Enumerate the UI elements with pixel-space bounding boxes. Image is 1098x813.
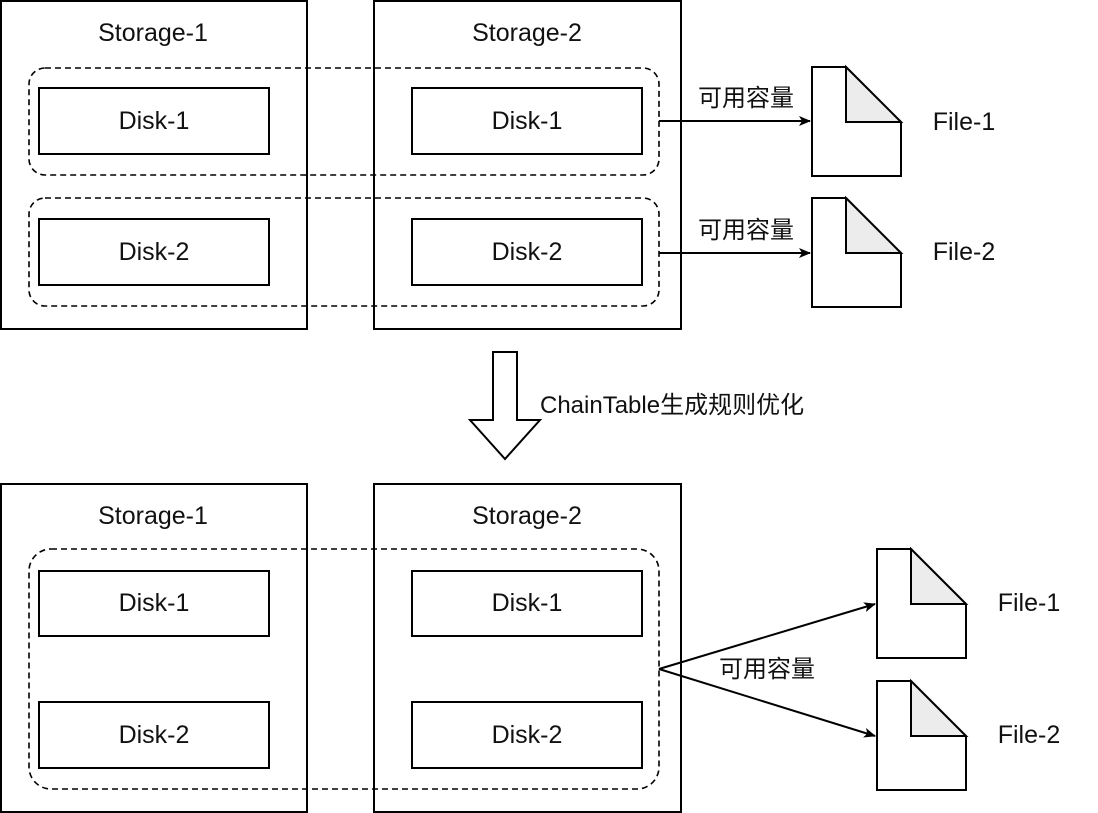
top-storage-2-disk-1-box <box>411 87 643 155</box>
bottom-capacity-label: 可用容量 <box>719 656 815 683</box>
transition-label: ChainTable生成规则优化 <box>540 392 804 419</box>
bottom-storage-2-disk-1-box <box>411 570 643 637</box>
top-file-1-label: File-1 <box>933 108 996 136</box>
bottom-file-1-label: File-1 <box>998 589 1061 617</box>
top-capacity-label-1: 可用容量 <box>698 85 794 112</box>
bottom-storage-1-disk-1-box <box>38 570 270 637</box>
bottom-storage-1-disk-1-label: Disk-1 <box>119 589 190 617</box>
bottom-file-1-icon <box>876 546 969 659</box>
transition: ChainTable生成规则优化 <box>467 351 804 461</box>
top-file-2-icon <box>811 195 904 308</box>
top-section: Storage-1 Storage-2 Disk-1 Disk-1 Disk-2… <box>0 0 996 330</box>
top-storage-2-title: Storage-2 <box>472 19 582 47</box>
bottom-storage-1-disk-2-label: Disk-2 <box>119 721 190 749</box>
top-storage-1-title: Storage-1 <box>98 19 208 47</box>
top-storage-2-disk-2-box <box>411 218 643 286</box>
top-storage-1-disk-2-label: Disk-2 <box>119 238 190 266</box>
bottom-section: Storage-1 Storage-2 Disk-1 Disk-1 Disk-2… <box>0 483 1061 813</box>
bottom-storage-2-title: Storage-2 <box>472 502 582 530</box>
top-file-2-label: File-2 <box>933 238 996 266</box>
top-file-1-icon <box>811 64 904 177</box>
bottom-storage-1-disk-2-box <box>38 701 270 769</box>
bottom-capacity-arrow-2 <box>658 668 876 738</box>
bottom-file-2-icon <box>876 678 969 791</box>
bottom-disk-group-outline <box>28 548 660 790</box>
top-storage-1-disk-2-box <box>38 218 270 286</box>
bottom-capacity-arrow-1 <box>658 602 876 670</box>
bottom-storage-1-title: Storage-1 <box>98 502 208 530</box>
top-storage-2-disk-1-label: Disk-1 <box>492 107 563 135</box>
top-storage-2-disk-2-label: Disk-2 <box>492 238 563 266</box>
top-storage-1-disk-1-label: Disk-1 <box>119 107 190 135</box>
top-storage-1-disk-1-box <box>38 87 270 155</box>
down-arrow-icon <box>467 351 543 461</box>
bottom-storage-2-disk-2-box <box>411 701 643 769</box>
bottom-storage-2-disk-1-label: Disk-1 <box>492 589 563 617</box>
bottom-file-2-label: File-2 <box>998 721 1061 749</box>
top-capacity-label-2: 可用容量 <box>698 217 794 244</box>
bottom-storage-2-disk-2-label: Disk-2 <box>492 721 563 749</box>
